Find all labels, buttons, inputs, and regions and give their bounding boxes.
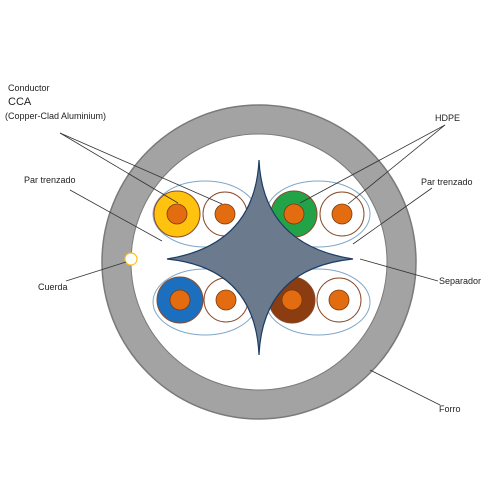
- cross-separator: [166, 159, 354, 356]
- label-conductor: Conductor: [8, 83, 50, 93]
- wire-white-conductor-3: [215, 289, 237, 311]
- leader-separador: [359, 258, 439, 282]
- label-hdpe: HDPE: [435, 113, 461, 123]
- leader-forro: [369, 369, 441, 406]
- leader-hdpe-to-white: [347, 124, 446, 205]
- label-par-trenzado-right: Par trenzado: [421, 177, 473, 187]
- leader-lines: [59, 124, 446, 406]
- wire-green-conductor: [283, 203, 305, 225]
- label-cca-full: (Copper-Clad Aluminium): [5, 111, 107, 121]
- leader-conductor-to-yellow: [59, 132, 179, 204]
- label-separador: Separador: [439, 276, 482, 286]
- leader-par-trenzado-right: [352, 187, 433, 245]
- label-cca: CCA: [8, 96, 32, 108]
- rip-cord: [124, 252, 138, 266]
- leader-conductor-to-white: [59, 132, 223, 205]
- wire-blue-conductor: [169, 289, 191, 311]
- label-cuerda: Cuerda: [38, 282, 68, 292]
- label-forro: Forro: [439, 404, 461, 414]
- leader-par-trenzado-left: [69, 189, 163, 242]
- wire-white-conductor-4: [328, 289, 350, 311]
- wire-brown-conductor: [281, 289, 303, 311]
- leader-hdpe-to-green: [299, 124, 446, 204]
- leader-cuerda: [65, 261, 127, 282]
- wire-white-conductor-1: [214, 203, 236, 225]
- wire-white-conductor-2: [331, 203, 353, 225]
- label-par-trenzado-left: Par trenzado: [24, 175, 76, 185]
- wire-yellow-conductor: [166, 203, 188, 225]
